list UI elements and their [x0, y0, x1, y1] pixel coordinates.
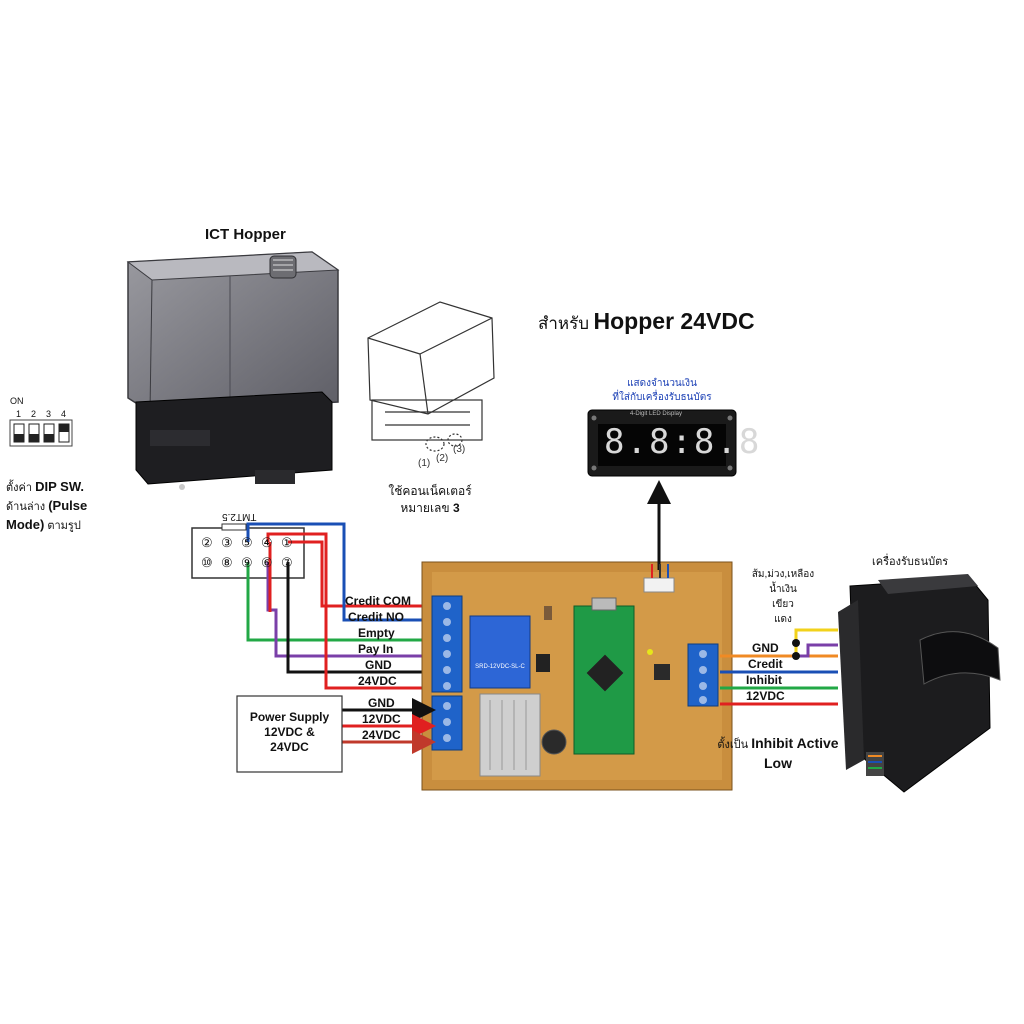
label-gnd: GND	[365, 658, 392, 672]
page-title: สำหรับ Hopper 24VDC	[538, 308, 755, 337]
display-digits: 8.8:8.8	[604, 422, 762, 462]
hopper-image	[126, 251, 340, 490]
connector-caption: ใช้คอนเน็คเตอร์ หมายเลข 3	[388, 484, 472, 515]
relay-text: SRD-12VDC-SL-C	[475, 664, 525, 670]
dip-number-4: 4	[61, 409, 67, 419]
pin-5: ⑤	[241, 535, 253, 550]
pin-7: ⑦	[281, 555, 293, 570]
junction-dot	[792, 639, 800, 647]
led-display	[587, 409, 737, 477]
pin-3: ③	[221, 535, 233, 550]
display-caption: แสดงจำนวนเงิน ที่ใส่กับเครื่องรับธนบัตร	[612, 378, 712, 403]
inhibit-note: ตั้งเป็น Inhibit Active Low	[717, 735, 839, 771]
connector-name: TMT2.5	[222, 511, 257, 522]
title-prefix: สำหรับ	[538, 314, 590, 333]
title-main: Hopper 24VDC	[593, 308, 755, 334]
power-wire-24v: 24VDC	[362, 728, 401, 742]
hopper-label: ICT Hopper	[205, 226, 286, 243]
pin-1: ①	[281, 535, 293, 550]
dip-switch	[9, 419, 73, 447]
bill-acceptor-image	[838, 574, 1001, 793]
acceptor-wire-credit: Credit	[748, 657, 783, 671]
dip-number-2: 2	[31, 409, 37, 419]
display-cable	[651, 564, 669, 578]
pin-4: ④	[261, 535, 273, 550]
junction-dot	[792, 652, 800, 660]
pin-8: ⑧	[221, 555, 233, 570]
power-supply-box	[236, 695, 343, 773]
acceptor-label: เครื่องรับธนบัตร	[872, 556, 949, 568]
pin-9: ⑨	[241, 555, 253, 570]
sketch-label-2: (2)	[436, 453, 449, 464]
acceptor-wire-inhibit: Inhibit	[746, 673, 782, 687]
pin-2: ②	[201, 535, 213, 550]
dip-number-3: 3	[46, 409, 52, 419]
power-wires	[342, 698, 436, 754]
label-24vdc: 24VDC	[358, 674, 397, 688]
label-pay-in: Pay In	[358, 642, 394, 656]
label-empty: Empty	[358, 626, 395, 640]
sketch-label-3: (3)	[453, 444, 466, 455]
power-wire-gnd: GND	[368, 696, 395, 710]
hopper-wires	[246, 522, 432, 690]
dip-on-label: ON	[10, 396, 24, 406]
label-credit-com: Credit COM	[345, 594, 411, 608]
pin-6: ⑥	[261, 555, 273, 570]
display-header: 4-Digit LED Display	[630, 411, 683, 417]
dip-number-1: 1	[16, 409, 22, 419]
acceptor-wire-gnd: GND	[752, 641, 779, 655]
power-wire-12v: 12VDC	[362, 712, 401, 726]
acceptor-color-note: ส้ม,ม่วง,เหลือง น้ำเงิน เขียว แดง	[751, 569, 815, 625]
power-supply-label: Power Supply 12VDC & 24VDC	[249, 710, 330, 754]
label-credit-no: Credit NO	[348, 610, 405, 624]
dip-caption: ตั้งค่า DIP SW. ด้านล่าง (Pulse Mode) ตา…	[6, 479, 88, 532]
hopper-sketch	[367, 301, 495, 452]
pin-10: ⑩	[201, 555, 213, 570]
controller-board: SRD-12VDC-SL-C	[421, 561, 733, 791]
sketch-label-1: (1)	[418, 458, 431, 469]
acceptor-wire-12vdc: 12VDC	[746, 689, 785, 703]
